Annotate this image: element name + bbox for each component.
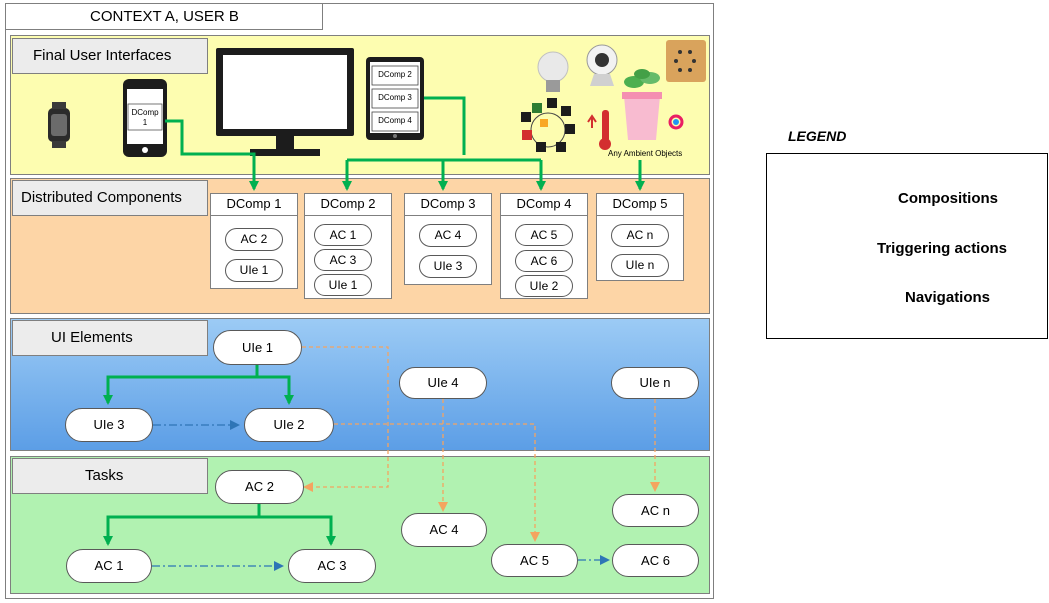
triggering-links [302, 346, 660, 542]
dcomp-item: AC n [611, 224, 669, 247]
smartphone-icon [123, 79, 167, 157]
dcomp-item: AC 1 [314, 224, 372, 246]
phone-screen-label: DComp 1 [131, 108, 159, 127]
band-title-final-ui: Final User Interfaces [12, 38, 208, 74]
node-uie-n: UIe n [611, 367, 699, 399]
dcomp-item: UIe 1 [225, 259, 283, 282]
ambient-objects-label: Any Ambient Objects [608, 149, 683, 158]
node-ac-6: AC 6 [612, 544, 699, 577]
dcomp-item: AC 6 [515, 250, 573, 272]
dcomp-title: DComp 1 [211, 194, 297, 216]
dcomp-item: AC 5 [515, 224, 573, 246]
legend-navigations-label: Navigations [905, 289, 991, 306]
composition-links-lower [103, 365, 336, 546]
tablet-item-3: DComp 4 [378, 116, 412, 125]
dcomp-title: DComp 4 [501, 194, 587, 216]
dcomp-item: AC 2 [225, 228, 283, 251]
band-title-distributed: Distributed Components [12, 180, 208, 216]
dcomp-title: DComp 2 [305, 194, 391, 216]
node-ac-1: AC 1 [66, 549, 152, 583]
node-uie-3: UIe 3 [65, 408, 153, 442]
color-wheel-icon [668, 114, 684, 130]
dcomp-item: UIe 2 [515, 275, 573, 297]
node-uie-4: UIe 4 [399, 367, 487, 399]
lightbulb-icon [537, 51, 569, 92]
tangible-objects-icon [521, 98, 575, 152]
node-ac-5: AC 5 [491, 544, 578, 577]
tablet-item-2: DComp 3 [378, 93, 412, 102]
dcomp-title: DComp 5 [597, 194, 683, 216]
tablet-icon [366, 57, 424, 140]
legend-compositions-label: Compositions [898, 190, 998, 207]
dcomp-item: AC 4 [419, 224, 477, 247]
flower-pot-icon [622, 69, 662, 140]
dcomp-item: UIe n [611, 254, 669, 277]
node-ac-n: AC n [612, 494, 699, 527]
dcomp-item: AC 3 [314, 249, 372, 271]
composition-links-final-ui [165, 96, 645, 191]
band-title-tasks: Tasks [12, 458, 208, 494]
legend-triggering-label: Triggering actions [877, 240, 1008, 257]
dcomp-item: UIe 3 [419, 255, 477, 278]
smartwatch-icon [48, 102, 70, 148]
node-ac-4: AC 4 [401, 513, 487, 547]
speaker-box-icon [666, 40, 706, 82]
node-ac-3: AC 3 [288, 549, 376, 583]
dcomp-title: DComp 3 [405, 194, 491, 216]
monitor-icon [216, 48, 354, 156]
node-ac-2: AC 2 [215, 470, 304, 504]
webcam-icon [586, 44, 618, 86]
navigation-links [152, 420, 610, 571]
band-title-ui-elements: UI Elements [12, 320, 208, 356]
thermometer-icon [587, 110, 611, 150]
context-label: CONTEXT A, USER B [5, 3, 323, 30]
node-uie-1: UIe 1 [213, 330, 302, 365]
dcomp-item: UIe 1 [314, 274, 372, 296]
tablet-item-1: DComp 2 [378, 70, 412, 79]
node-uie-2: UIe 2 [244, 408, 334, 442]
legend-box [766, 153, 1048, 339]
legend-title: LEGEND [788, 128, 847, 144]
